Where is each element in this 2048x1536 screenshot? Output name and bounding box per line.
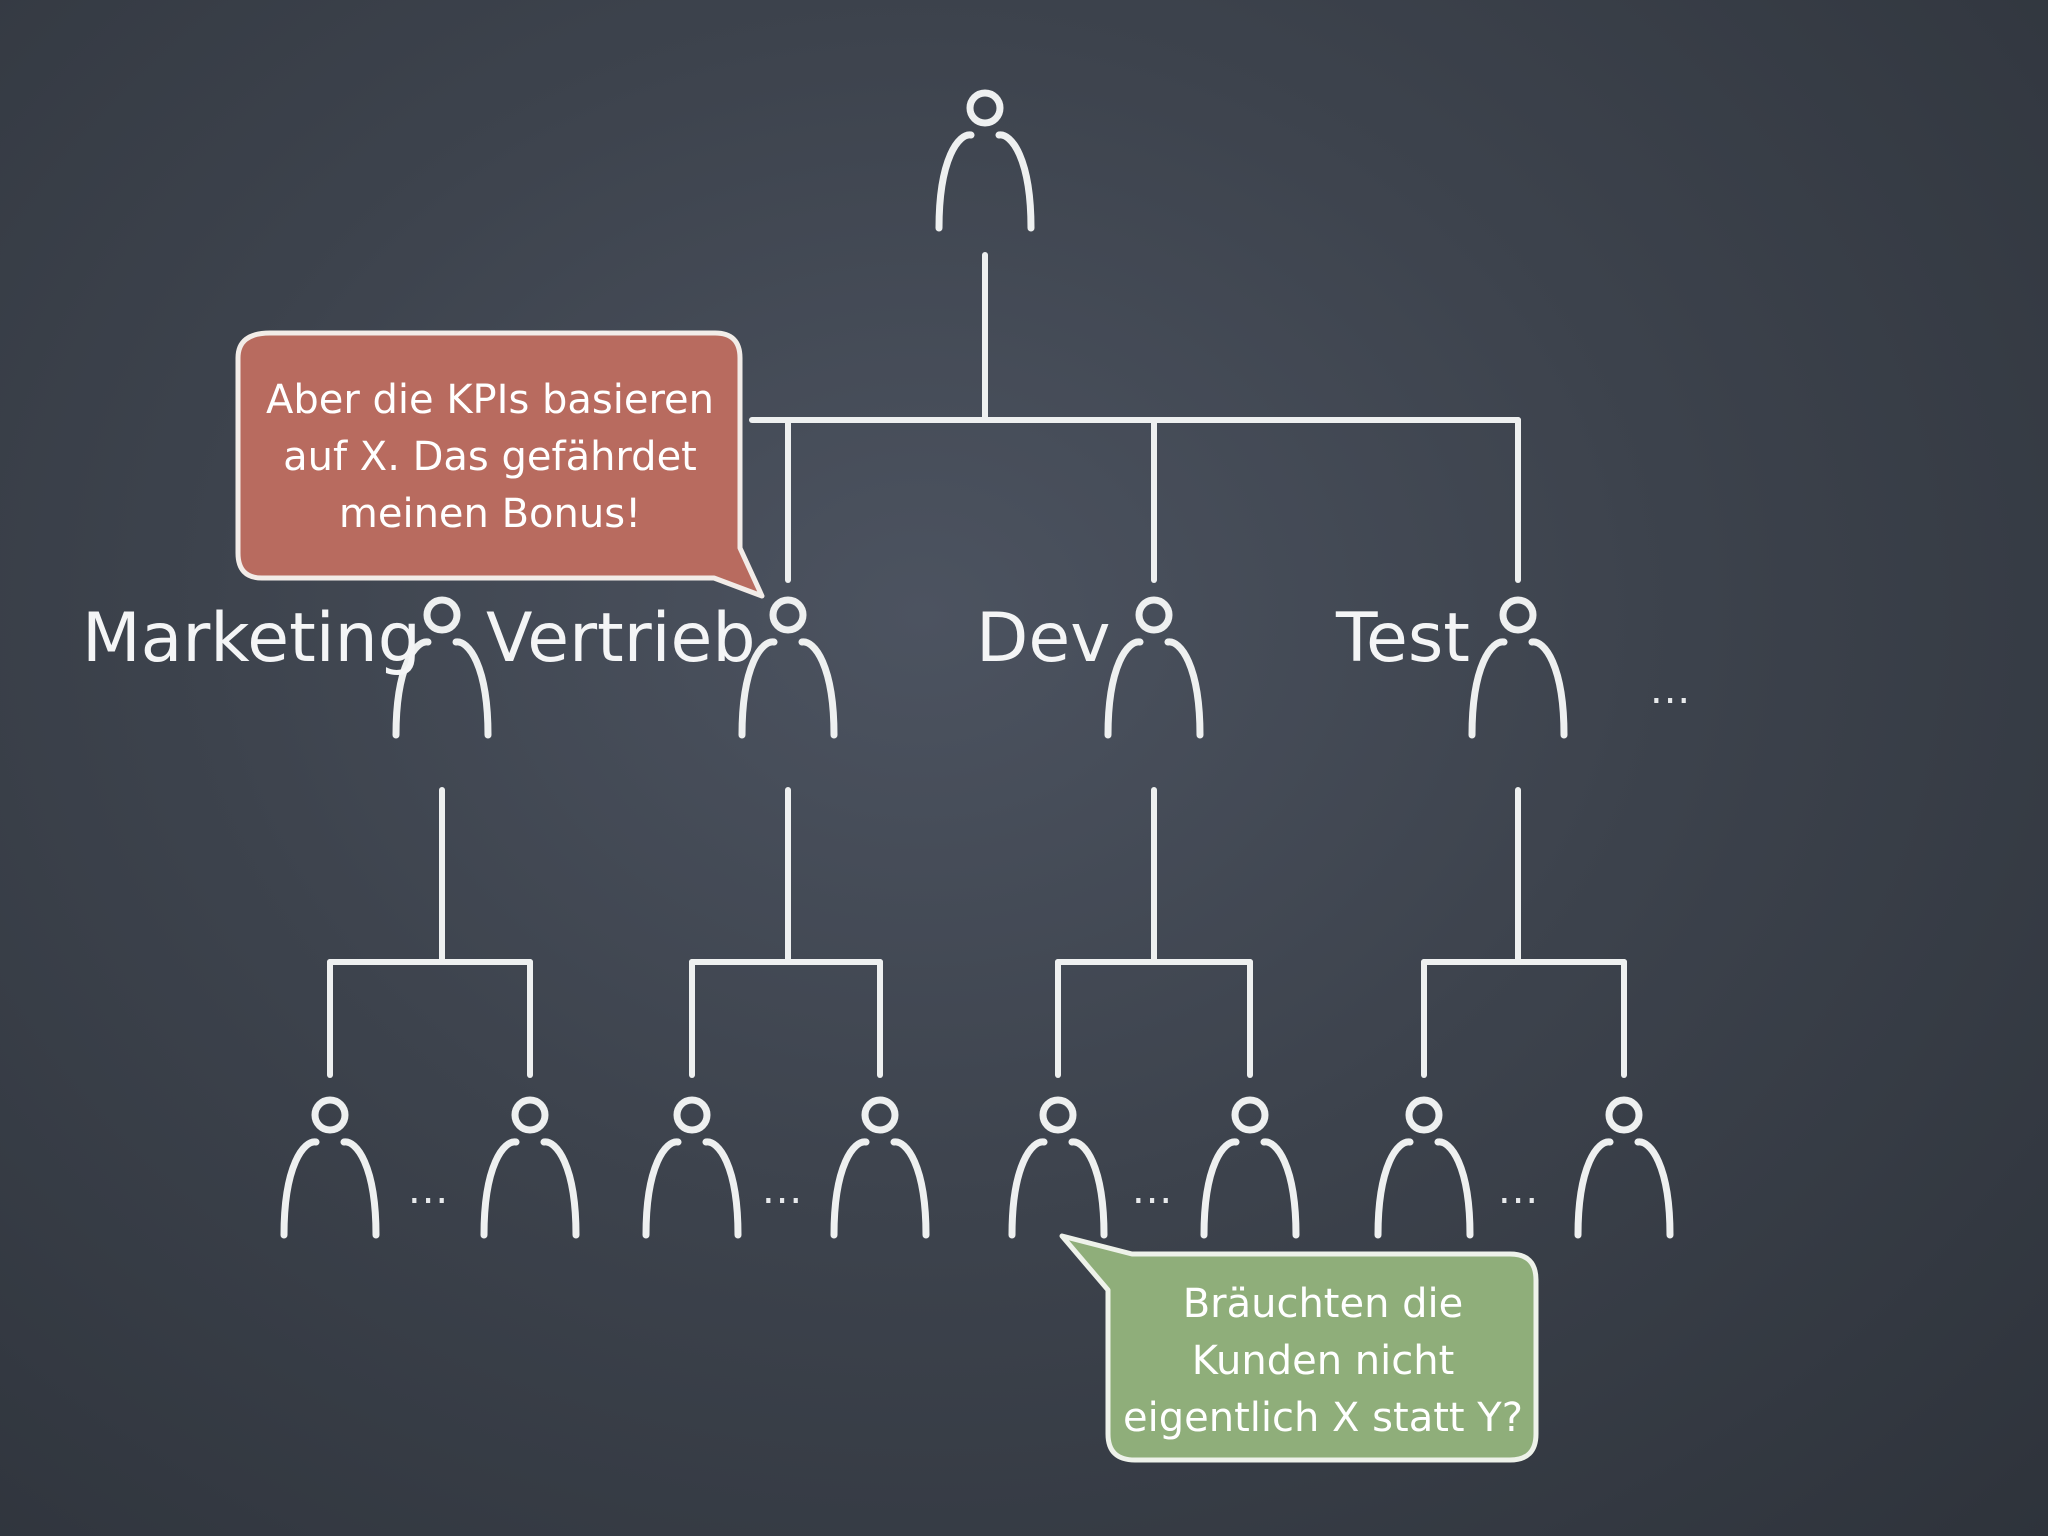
person-icon-vertrieb-member (642, 1096, 742, 1239)
person-icon-dev-member (1200, 1096, 1300, 1239)
person-icon-marketing-lead (392, 596, 492, 739)
team-ellipsis-dev: ... (1132, 1167, 1174, 1213)
more-departments-ellipsis: ... (1650, 667, 1692, 713)
person-icon-vertrieb-lead (738, 596, 838, 739)
person-icon-test-member (1374, 1096, 1474, 1239)
department-label-dev: Dev (976, 599, 1111, 678)
dev-question-bubble-text: Bräuchten die Kunden nicht eigentlich X … (1110, 1276, 1536, 1447)
team-ellipsis-marketing: ... (408, 1167, 450, 1213)
bubble-line: meinen Bonus! (338, 491, 642, 537)
person-icon-vertrieb-member (830, 1096, 930, 1239)
team-ellipsis-vertrieb: ... (762, 1167, 804, 1213)
org-connector-lines (327, 252, 1627, 1078)
person-icon-test-member (1574, 1096, 1674, 1239)
department-label-marketing: Marketing (82, 599, 421, 678)
bubble-line: Bräuchten die (1182, 1281, 1464, 1327)
sales-concern-bubble-text: Aber die KPIs basieren auf X. Das gefähr… (240, 372, 740, 543)
bubble-line: auf X. Das gefährdet (283, 434, 697, 480)
sales-concern-speech-bubble (235, 330, 765, 599)
department-label-test: Test (1336, 599, 1470, 678)
dev-question-speech-bubble (1059, 1233, 1539, 1463)
person-icon-dev-lead (1104, 596, 1204, 739)
person-icon-marketing-member (280, 1096, 380, 1239)
bubble-line: eigentlich X statt Y? (1123, 1395, 1523, 1441)
person-icon-dev-member (1008, 1096, 1108, 1239)
org-people (280, 89, 1674, 1239)
team-ellipsis-test: ... (1498, 1167, 1540, 1213)
person-icon-marketing-member (480, 1096, 580, 1239)
bubble-line: Aber die KPIs basieren (265, 377, 715, 423)
speech-bubbles (235, 330, 1539, 1463)
person-icon-manager (935, 89, 1035, 232)
department-label-vertrieb: Vertrieb (486, 599, 756, 678)
person-icon-test-lead (1468, 596, 1568, 739)
bubble-line: Kunden nicht (1191, 1338, 1455, 1384)
